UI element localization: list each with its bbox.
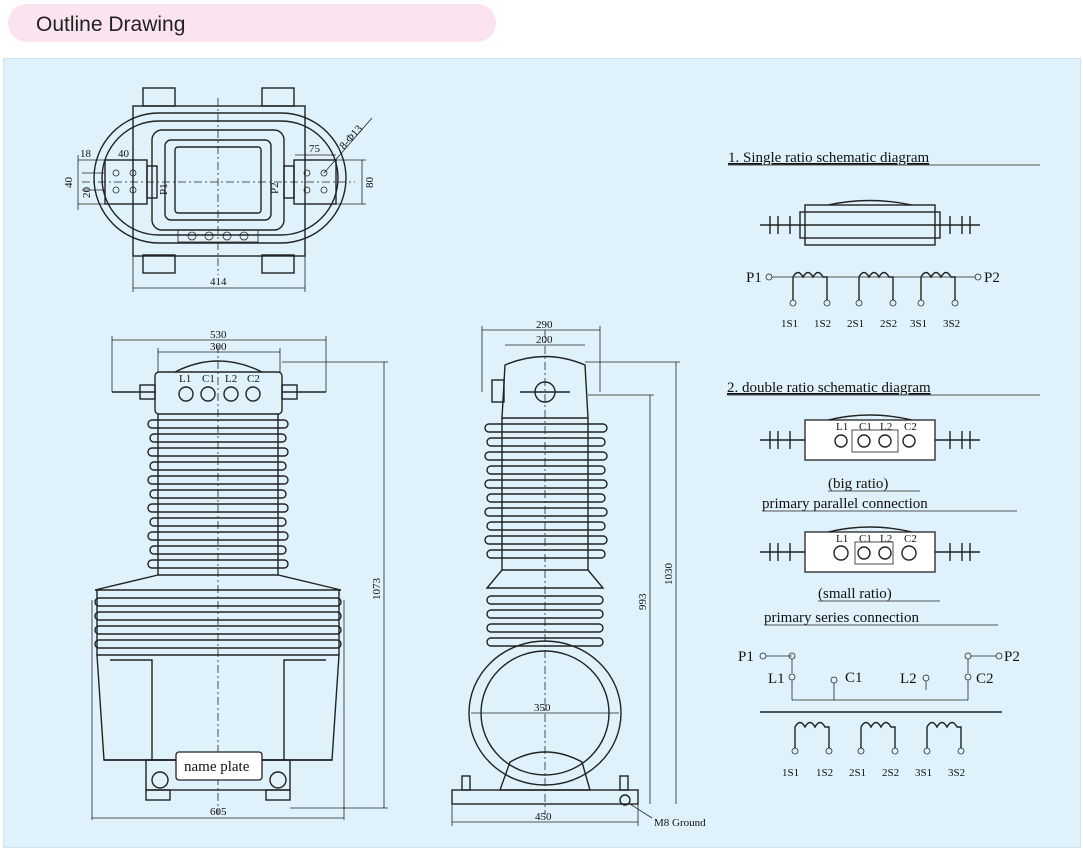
nameplate-text: name plate [184, 759, 250, 775]
single-1s1: 1S1 [781, 318, 798, 330]
side-view: 290 200 350 M8 Gro [451, 319, 706, 829]
double-p1: P1 [738, 649, 754, 665]
big-terminal-l2: L2 [880, 421, 892, 433]
single-ratio-schematic: 1. Single ratio schematic diagram P1 P2 … [728, 150, 1040, 330]
dim-20: 20 [81, 187, 93, 199]
dim-1030: 1030 [663, 563, 675, 586]
dim-1073: 1073 [371, 578, 383, 601]
double-2s2: 2S2 [882, 767, 899, 779]
single-3s2: 3S2 [943, 318, 960, 330]
big-terminal-c2: C2 [904, 421, 917, 433]
dim-605: 605 [210, 806, 227, 818]
double-1s2: 1S2 [816, 767, 833, 779]
double-p2: P2 [1004, 649, 1020, 665]
header-pill: Outline Drawing [8, 4, 496, 42]
dim-530: 530 [210, 329, 227, 341]
small-terminal-c2: C2 [904, 533, 917, 545]
ground-label: M8 Ground [654, 817, 706, 829]
double-l1: L1 [768, 671, 785, 687]
big-terminal-c1: C1 [859, 421, 872, 433]
double-l2: L2 [900, 671, 917, 687]
single-p1: P1 [746, 270, 762, 286]
big-terminal-l1: L1 [836, 421, 848, 433]
dim-75: 75 [309, 143, 321, 155]
dim-300: 300 [210, 341, 227, 353]
single-2s1: 2S1 [847, 318, 864, 330]
single-2s2: 2S2 [880, 318, 897, 330]
front-terminal-c1: C1 [202, 373, 215, 385]
double-ratio-schematic: 2. double ratio schematic diagram L1 C1 … [727, 380, 1040, 779]
double-ratio-heading: 2. double ratio schematic diagram [727, 380, 931, 396]
double-1s1: 1S1 [782, 767, 799, 779]
small-terminal-l1: L1 [836, 533, 848, 545]
dim-18: 18 [80, 148, 92, 160]
double-2s1: 2S1 [849, 767, 866, 779]
front-terminal-l1: L1 [179, 373, 191, 385]
big-ratio-label: (big ratio) [828, 476, 888, 492]
dim-450: 450 [535, 811, 552, 823]
front-terminal-l2: L2 [225, 373, 237, 385]
single-ratio-heading: 1. Single ratio schematic diagram [728, 150, 930, 166]
double-3s2: 3S2 [948, 767, 965, 779]
single-3s1: 3S1 [910, 318, 927, 330]
dim-200: 200 [536, 334, 553, 346]
small-ratio-label: (small ratio) [818, 586, 892, 602]
series-label: primary series connection [764, 610, 919, 626]
parallel-label: primary parallel connection [762, 496, 928, 512]
dim-40-left: 40 [63, 177, 75, 189]
dim-40-top: 40 [118, 148, 130, 160]
dim-993: 993 [637, 593, 649, 610]
double-3s1: 3S1 [915, 767, 932, 779]
dim-414: 414 [210, 276, 227, 288]
label-p1: P1 [158, 183, 170, 195]
single-1s2: 1S2 [814, 318, 831, 330]
double-c2: C2 [976, 671, 994, 687]
single-p2: P2 [984, 270, 1000, 286]
page-title: Outline Drawing [36, 13, 186, 36]
label-p2: P2 [269, 182, 281, 194]
front-view: 530 300 L1 C1 L2 C2 [91, 329, 388, 820]
front-terminal-c2: C2 [247, 373, 260, 385]
dim-350: 350 [534, 702, 551, 714]
dim-290: 290 [536, 319, 553, 331]
small-terminal-c1: C1 [859, 533, 872, 545]
top-view: 18 40 40 20 P1 P2 75 8-Φ13 80 414 [63, 87, 376, 292]
double-c1: C1 [845, 670, 863, 686]
dim-80: 80 [364, 177, 376, 189]
small-terminal-l2: L2 [880, 533, 892, 545]
dim-holes: 8-Φ13 [337, 123, 365, 152]
